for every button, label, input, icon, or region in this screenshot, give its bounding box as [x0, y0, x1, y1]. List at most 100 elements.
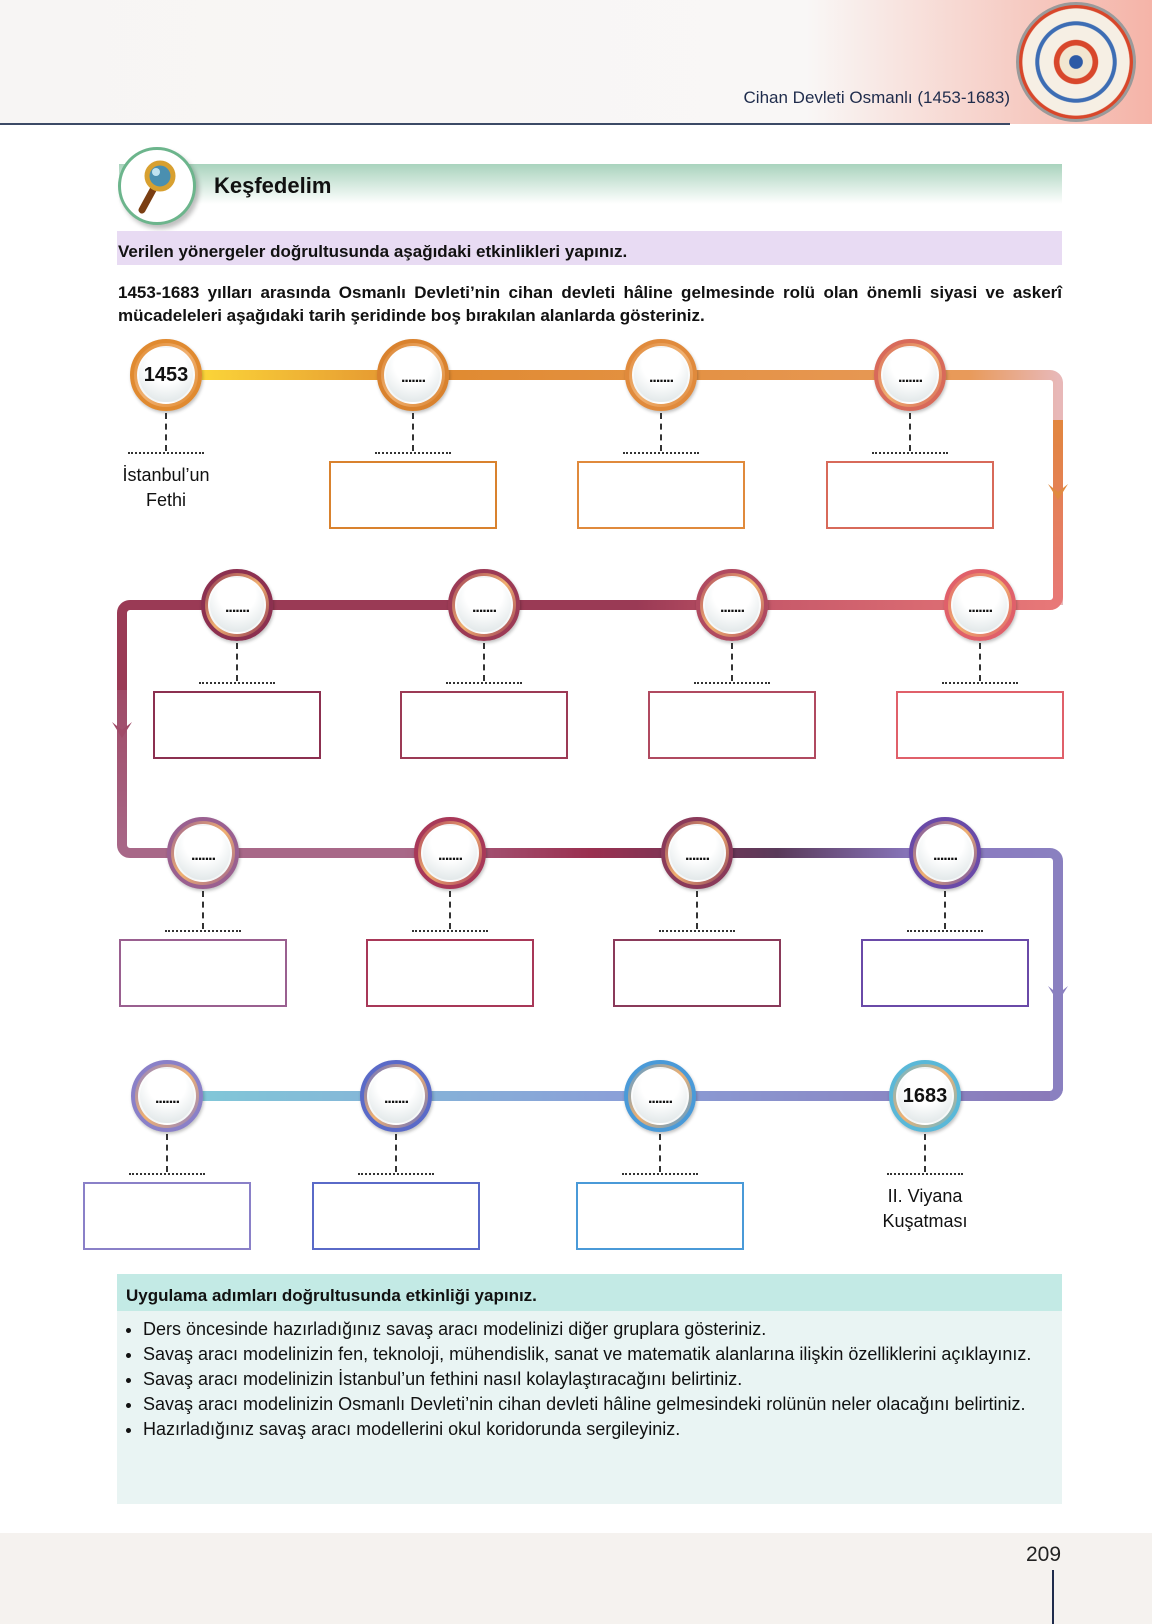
timeline-node: ....... — [201, 569, 273, 641]
step-item: Ders öncesinde hazırladığınız savaş arac… — [143, 1317, 1054, 1342]
application-steps: Ders öncesinde hazırladığınız savaş arac… — [117, 1317, 1062, 1442]
header-divider — [0, 123, 1010, 125]
event-answer-box[interactable] — [312, 1182, 480, 1250]
timeline-node: 1453 — [130, 339, 202, 411]
date-underline — [907, 930, 983, 932]
timeline-date-blank: ....... — [224, 599, 250, 616]
ornament-medallion-icon — [1016, 2, 1136, 122]
timeline-date-blank: ....... — [437, 847, 463, 864]
timeline-node: ....... — [909, 817, 981, 889]
connector-line — [944, 891, 946, 929]
connector-line — [696, 891, 698, 929]
timeline-node: 1683 — [889, 1060, 961, 1132]
event-answer-box[interactable] — [153, 691, 321, 759]
timeline-date-blank: ....... — [647, 1090, 673, 1107]
timeline-date-blank: ....... — [383, 1090, 409, 1107]
chapter-title: Cihan Devleti Osmanlı (1453-1683) — [743, 88, 1010, 107]
timeline-node: ....... — [661, 817, 733, 889]
page-number: 209 — [1026, 1543, 1062, 1566]
date-underline — [375, 452, 451, 454]
instruction-band: Verilen yönergeler doğrultusunda aşağıda… — [117, 231, 1062, 265]
timeline-node: ....... — [414, 817, 486, 889]
connector-line — [731, 643, 733, 681]
timeline-date-blank: ....... — [400, 369, 426, 386]
timeline-year: 1683 — [902, 1084, 948, 1107]
event-answer-box[interactable] — [577, 461, 745, 529]
connector-line — [165, 413, 167, 451]
step-item: Hazırladığınız savaş aracı modellerini o… — [143, 1417, 1054, 1442]
date-underline — [623, 452, 699, 454]
connector-line — [395, 1134, 397, 1172]
event-caption: II. Viyana — [887, 1186, 963, 1206]
page-number-rule — [1052, 1570, 1054, 1624]
timeline-node: ....... — [448, 569, 520, 641]
date-underline — [694, 682, 770, 684]
connector-line — [236, 643, 238, 681]
arrow-down-icon — [1048, 986, 1068, 1002]
date-underline — [358, 1173, 434, 1175]
event-answer-box[interactable] — [119, 939, 287, 1007]
arrow-down-icon — [1048, 484, 1068, 500]
timeline-date-blank: ....... — [190, 847, 216, 864]
timeline-node: ....... — [696, 569, 768, 641]
event-answer-box[interactable] — [576, 1182, 744, 1250]
timeline-year: 1453 — [143, 363, 189, 386]
step-item: Savaş aracı modelinizin İstanbul’un feth… — [143, 1367, 1054, 1392]
timeline-date-blank: ....... — [154, 1090, 180, 1107]
connector-line — [659, 1134, 661, 1172]
timeline-date-blank: ....... — [471, 599, 497, 616]
date-underline — [942, 682, 1018, 684]
event-answer-box[interactable] — [861, 939, 1029, 1007]
event-caption: İstanbul’un — [122, 465, 210, 485]
timeline-node: ....... — [131, 1060, 203, 1132]
timeline-node: ....... — [624, 1060, 696, 1132]
connector-line — [979, 643, 981, 681]
page-footer — [0, 1533, 1152, 1624]
step-item: Savaş aracı modelinizin Osmanlı Devleti’… — [143, 1392, 1054, 1417]
date-underline — [129, 1173, 205, 1175]
application-panel: Uygulama adımları doğrultusunda etkinliğ… — [117, 1274, 1062, 1504]
event-caption: Fethi — [145, 490, 187, 510]
date-underline — [412, 930, 488, 932]
timeline-date-blank: ....... — [897, 369, 923, 386]
date-underline — [128, 452, 204, 454]
timeline-date-blank: ....... — [932, 847, 958, 864]
connector-line — [483, 643, 485, 681]
date-underline — [872, 452, 948, 454]
application-title: Uygulama adımları doğrultusunda etkinliğ… — [117, 1274, 1062, 1311]
connector-line — [660, 413, 662, 451]
event-answer-box[interactable] — [83, 1182, 251, 1250]
connector-line — [449, 891, 451, 929]
event-caption: Kuşatması — [882, 1211, 968, 1231]
event-answer-box[interactable] — [896, 691, 1064, 759]
connector-line — [412, 413, 414, 451]
timeline-date-blank: ....... — [684, 847, 710, 864]
section-title: Keşfedelim — [214, 173, 332, 198]
date-underline — [659, 930, 735, 932]
magnifier-icon — [118, 147, 196, 225]
event-answer-box[interactable] — [826, 461, 994, 529]
date-underline — [165, 930, 241, 932]
timeline-node: ....... — [167, 817, 239, 889]
connector-line — [909, 413, 911, 451]
timeline-node: ....... — [625, 339, 697, 411]
date-underline — [199, 682, 275, 684]
section-band — [119, 164, 1062, 204]
event-answer-box[interactable] — [400, 691, 568, 759]
event-answer-box[interactable] — [329, 461, 497, 529]
timeline-node: ....... — [360, 1060, 432, 1132]
timeline-date-blank: ....... — [648, 369, 674, 386]
date-underline — [446, 682, 522, 684]
step-item: Savaş aracı modelinizin fen, teknoloji, … — [143, 1342, 1054, 1367]
event-answer-box[interactable] — [648, 691, 816, 759]
page-header — [0, 0, 1152, 124]
timeline-node: ....... — [377, 339, 449, 411]
timeline-date-blank: ....... — [967, 599, 993, 616]
timeline-node: ....... — [874, 339, 946, 411]
event-answer-box[interactable] — [366, 939, 534, 1007]
arrow-down-icon — [112, 722, 132, 738]
connector-line — [924, 1134, 926, 1172]
timeline-date-blank: ....... — [719, 599, 745, 616]
event-answer-box[interactable] — [613, 939, 781, 1007]
date-underline — [887, 1173, 963, 1175]
